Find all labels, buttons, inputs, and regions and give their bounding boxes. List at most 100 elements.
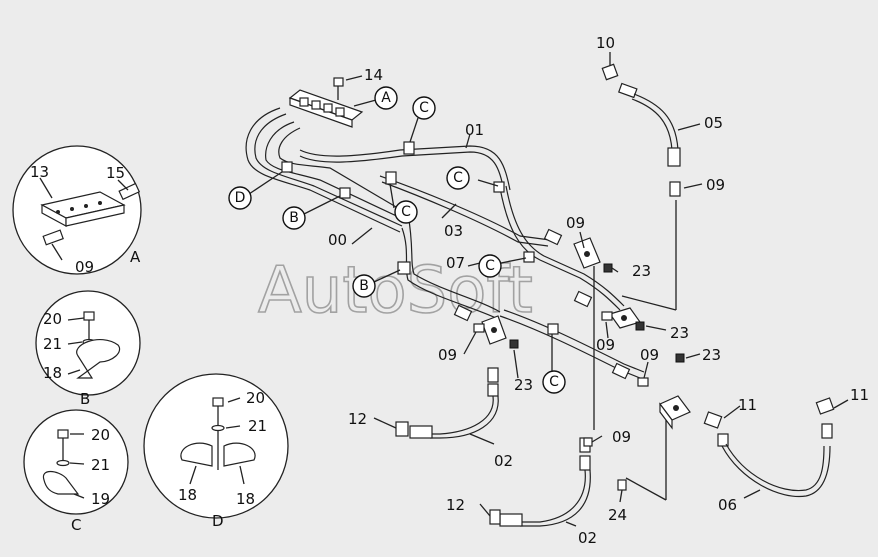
hose-06 bbox=[703, 397, 835, 498]
detail-b-letter: B bbox=[80, 390, 90, 408]
detail-d-washer bbox=[211, 424, 225, 432]
label-09-f: 09 bbox=[612, 428, 631, 446]
clamp-d bbox=[281, 161, 293, 173]
detail-a-label-15: 15 bbox=[106, 164, 125, 182]
detail-d-label-21: 21 bbox=[248, 417, 267, 435]
callout-c-3: C bbox=[446, 166, 470, 190]
manifold-bolt-14 bbox=[333, 77, 344, 100]
label-10: 10 bbox=[596, 34, 615, 52]
bolt-23-b bbox=[635, 321, 645, 331]
callout-d: D bbox=[228, 186, 252, 210]
label-12-b: 12 bbox=[446, 496, 465, 514]
detail-a: 13 15 09 A bbox=[12, 145, 142, 276]
label-09-e: 09 bbox=[438, 346, 457, 364]
label-24: 24 bbox=[608, 506, 627, 524]
detail-b-label-20: 20 bbox=[43, 310, 62, 328]
clamp-c-5 bbox=[547, 323, 559, 335]
fitting-09-right bbox=[637, 377, 649, 387]
label-11-a: 11 bbox=[738, 396, 757, 414]
label-23-d: 23 bbox=[514, 376, 533, 394]
svg-text:B: B bbox=[289, 210, 299, 226]
detail-c-circle bbox=[23, 409, 129, 515]
callout-c-5: C bbox=[542, 370, 566, 394]
valve-block-left bbox=[481, 315, 507, 345]
svg-text:C: C bbox=[419, 100, 429, 116]
fitting-09-mid bbox=[601, 311, 613, 321]
label-01: 01 bbox=[465, 121, 484, 139]
valve-block-upper bbox=[573, 237, 601, 269]
label-09-b: 09 bbox=[566, 214, 585, 232]
callout-c-1: C bbox=[412, 96, 436, 120]
detail-c: 20 21 19 C bbox=[23, 409, 129, 534]
svg-text:C: C bbox=[401, 204, 411, 220]
detail-c-clamp bbox=[42, 470, 80, 495]
hose-02-middle bbox=[395, 367, 499, 439]
detail-c-label-19: 19 bbox=[91, 490, 110, 508]
label-07: 07 bbox=[446, 254, 465, 272]
svg-text:C: C bbox=[549, 374, 559, 390]
fitting-09-lower bbox=[583, 437, 593, 447]
bolt-23-d bbox=[675, 353, 685, 363]
detail-d-label-20: 20 bbox=[246, 389, 265, 407]
detail-d-letter: D bbox=[212, 512, 224, 530]
detail-c-label-21: 21 bbox=[91, 456, 110, 474]
detail-b-clamp bbox=[76, 339, 121, 379]
label-05: 05 bbox=[704, 114, 723, 132]
label-23-c: 23 bbox=[702, 346, 721, 364]
label-09-d: 09 bbox=[640, 346, 659, 364]
detail-a-fitting-09 bbox=[42, 229, 64, 246]
fitting-00-end bbox=[573, 290, 593, 308]
label-14: 14 bbox=[364, 66, 383, 84]
clamp-c-4 bbox=[523, 251, 535, 263]
detail-d-label-18a: 18 bbox=[178, 486, 197, 504]
valve-block-lower-right bbox=[659, 395, 691, 430]
clamp-b-2 bbox=[397, 261, 411, 275]
top-manifold bbox=[288, 89, 364, 128]
detail-b: 20 21 18 B bbox=[35, 290, 141, 408]
detail-d-clamp-right bbox=[223, 442, 256, 467]
clamp-c-3 bbox=[493, 181, 505, 193]
label-02-a: 02 bbox=[494, 452, 513, 470]
fitting-09-left bbox=[473, 323, 485, 333]
detail-d-label-18b: 18 bbox=[236, 490, 255, 508]
detail-a-label-13: 13 bbox=[30, 163, 49, 181]
label-23-b: 23 bbox=[670, 324, 689, 342]
label-03: 03 bbox=[444, 222, 463, 240]
label-02-b: 02 bbox=[578, 529, 597, 547]
detail-b-label-21: 21 bbox=[43, 335, 62, 353]
svg-text:D: D bbox=[235, 190, 246, 206]
bolt-23-a bbox=[603, 263, 613, 273]
label-00: 00 bbox=[328, 231, 347, 249]
plug-24 bbox=[617, 479, 627, 491]
detail-d-bolt-head bbox=[212, 397, 224, 407]
callout-c-4: C bbox=[478, 254, 502, 278]
detail-d-circle bbox=[143, 373, 289, 519]
clamp-c-2 bbox=[385, 171, 397, 185]
label-09-a: 09 bbox=[706, 176, 725, 194]
detail-a-label-09: 09 bbox=[75, 258, 94, 276]
detail-c-bolt-head bbox=[57, 429, 69, 439]
detail-c-label-20: 20 bbox=[91, 426, 110, 444]
detail-b-label-18: 18 bbox=[43, 364, 62, 382]
detail-d-clamp-left bbox=[180, 442, 213, 467]
detail-d: 20 21 18 18 D bbox=[143, 373, 289, 530]
clamp-c-1 bbox=[403, 141, 415, 155]
detail-c-washer bbox=[56, 459, 70, 467]
bolt-23-c bbox=[509, 339, 519, 349]
hose-02-lower bbox=[489, 437, 591, 527]
label-11-b: 11 bbox=[850, 386, 869, 404]
hose-05 bbox=[601, 63, 681, 197]
fitting-03-end bbox=[543, 228, 563, 246]
detail-c-letter: C bbox=[71, 516, 81, 534]
callout-b-2: B bbox=[352, 274, 376, 298]
callout-c-2: C bbox=[394, 200, 418, 224]
label-06: 06 bbox=[718, 496, 737, 514]
svg-text:C: C bbox=[453, 170, 463, 186]
label-23-a: 23 bbox=[632, 262, 651, 280]
fitting-right-lower bbox=[611, 362, 631, 380]
callout-a: A bbox=[374, 86, 398, 110]
detail-a-letter: A bbox=[130, 248, 141, 266]
callout-b-1: B bbox=[282, 206, 306, 230]
label-12-a: 12 bbox=[348, 410, 367, 428]
label-09-c: 09 bbox=[596, 336, 615, 354]
